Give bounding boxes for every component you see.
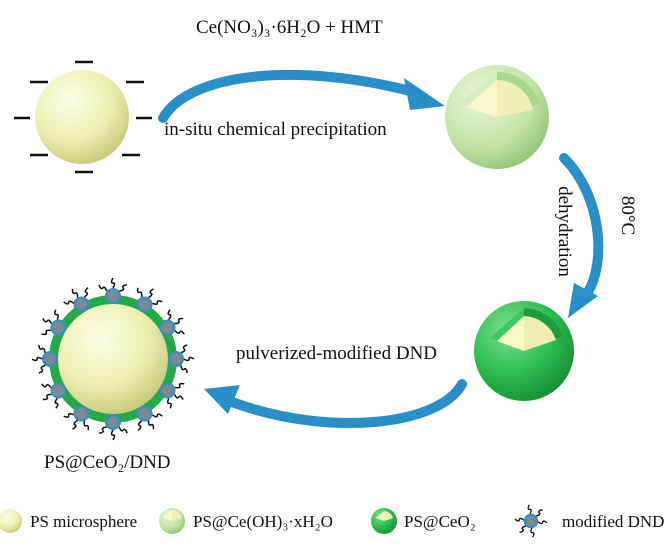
ps-ceoh-sphere <box>445 65 549 169</box>
dnd-particle <box>41 309 67 336</box>
dnd-particle <box>98 414 128 441</box>
legend-label-modified-dnd: modified DND <box>562 512 665 531</box>
arrow-modification <box>204 379 467 429</box>
ps-microsphere <box>14 60 152 174</box>
negative-charge-marks <box>14 60 152 174</box>
legend-ps-ceoh-icon <box>159 508 185 534</box>
legend-ps-sphere-icon <box>0 509 22 533</box>
temperature-label: 80°C <box>617 195 639 236</box>
dnd-particle <box>136 287 163 313</box>
legend-label-ps-ceo2: PS@CeO₂ <box>404 512 476 531</box>
dnd-particle <box>159 309 185 336</box>
product-label: PS@CeO₂/DND <box>44 452 171 473</box>
dnd-particle <box>98 277 128 304</box>
legend-ps-ceo2-icon <box>371 508 397 534</box>
dnd-particle <box>63 405 90 431</box>
dnd-particle <box>168 344 195 374</box>
dnd-particle <box>514 513 539 538</box>
legend-label-ps-ceoh: PS@Ce(OH)₃·xH₂O <box>193 512 333 531</box>
step2-label: dehydration <box>553 186 575 277</box>
arrow-dehydration <box>559 153 604 318</box>
step3-label: pulverized-modified DND <box>236 343 438 364</box>
dnd-particle <box>31 344 58 374</box>
dnd-particle <box>136 405 163 431</box>
reagent-label: Ce(NO₃)₃·6H₂O + HMT <box>196 17 383 38</box>
ps-ceo2-sphere <box>474 301 574 401</box>
arrow-precipitation <box>158 70 445 123</box>
dnd-particle <box>159 382 185 409</box>
step1-label: in-situ chemical precipitation <box>164 119 387 140</box>
dnd-particles <box>31 277 195 441</box>
legend-label-ps-microsphere: PS microsphere <box>30 512 138 531</box>
legend-dnd-icon <box>514 504 548 538</box>
ps-ceo2-dnd-composite <box>31 277 195 441</box>
dnd-particle <box>63 287 90 313</box>
dnd-particle <box>41 382 67 409</box>
